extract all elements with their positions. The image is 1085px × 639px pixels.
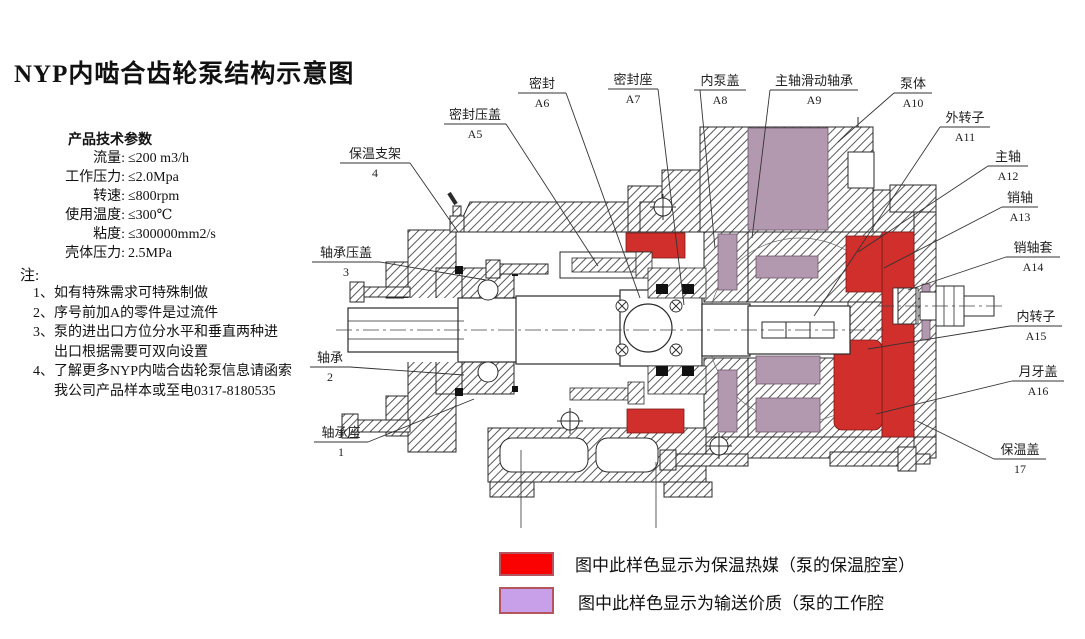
bolts	[341, 205, 931, 472]
part-label-code: 3	[343, 265, 349, 279]
part-label-xiaozhou: 销轴 A13	[883, 190, 1038, 269]
part-label-yueyagai: 月牙盖 A16	[875, 364, 1064, 415]
part-label-code: A6	[535, 96, 550, 110]
part-label-code: A13	[1010, 210, 1031, 224]
part-label-code: 1	[338, 445, 344, 459]
ball-bearings	[455, 266, 518, 396]
spec-label: 转速:	[93, 189, 125, 204]
spec-value: ≤300℃	[128, 208, 173, 223]
spec-row: 流量:≤200 m3/h	[30, 149, 216, 168]
spec-label: 壳体压力:	[65, 246, 125, 261]
spec-value: ≤200 m3/h	[128, 151, 189, 166]
specs-heading: 产品技术参数	[68, 133, 152, 148]
part-label-code: A10	[903, 96, 924, 110]
legend-swatch-red-rect	[499, 552, 554, 576]
notes-list: 1、如有特殊需求可特殊制做 2、序号前加A的零件是过流件 3、泵的进出口方位分水…	[33, 284, 292, 401]
part-label-xiaozhoutao: 销轴套 A14	[907, 240, 1060, 291]
part-label-baowenzhijia: 保温支架 4	[340, 146, 459, 233]
part-label-text: 保温盖	[1000, 442, 1039, 457]
part-label-baowengai: 保温盖 17	[916, 420, 1046, 476]
part-label-zhouchengyagai: 轴承压盖 3	[312, 245, 487, 281]
part-label-code: A14	[1023, 260, 1044, 274]
part-label-mifeng: 密封 A6	[518, 76, 641, 299]
part-label-code: A9	[807, 93, 822, 107]
part-label-code: A15	[1026, 329, 1047, 343]
part-label-zhuzhou: 主轴 A12	[857, 149, 1028, 253]
spec-row: 工作压力:≤2.0Mpa	[30, 168, 216, 187]
legend-label-insulation: 图中此样色显示为保温热媒（泵的保温腔室）	[575, 556, 915, 575]
coupling-flange	[615, 299, 683, 357]
legend-label-medium: 图中此样色显示为输送价质（泵的工作腔	[578, 594, 884, 613]
part-label-code: A12	[998, 169, 1019, 183]
part-label-neibenggai: 内泵盖 A8	[694, 73, 746, 249]
note-line: 3、泵的进出口方位分水平和垂直两种进	[33, 325, 278, 340]
part-label-zhoucheng: 轴承 2	[310, 350, 465, 384]
part-label-text: 密封座	[613, 72, 652, 87]
part-label-code: 17	[1014, 462, 1026, 476]
spec-row: 壳体压力:2.5MPa	[30, 244, 216, 263]
part-label-neizhuanzi: 内转子 A15	[867, 309, 1062, 350]
part-label-text: 轴承座	[321, 425, 360, 440]
part-label-text: 销轴	[1007, 190, 1033, 205]
part-label-text: 内转子	[1016, 309, 1055, 324]
legend-swatch-purple-rect	[499, 587, 554, 614]
spec-value: 2.5MPa	[128, 246, 172, 261]
part-label-code: A11	[955, 130, 975, 144]
part-label-text: 主轴	[995, 149, 1021, 164]
mechanical-seal	[559, 251, 707, 405]
part-label-text: 保温支架	[349, 146, 401, 161]
spec-value: ≤800rpm	[128, 189, 180, 204]
part-label-zhuzhou-huadong-zhoucheng: 主轴滑动轴承 A9	[751, 73, 858, 239]
spec-row: 使用温度:≤300℃	[30, 206, 216, 225]
part-label-waizhuanzi: 外转子 A11	[813, 110, 990, 317]
spec-value: ≤2.0Mpa	[128, 170, 179, 185]
spec-row: 粘度:≤300000mm2/s	[30, 225, 216, 244]
part-label-text: 密封压盖	[449, 107, 501, 122]
part-label-code: A16	[1028, 384, 1049, 398]
centerlines	[336, 305, 1002, 331]
part-label-text: 销轴套	[1013, 240, 1052, 255]
part-label-text: 月牙盖	[1018, 364, 1057, 379]
notes-heading: 注:	[20, 268, 40, 284]
part-label-code: A7	[626, 92, 641, 106]
note-line: 1、如有特殊需求可特殊制做	[33, 286, 208, 301]
part-label-text: 泵体	[900, 76, 926, 91]
note-line: 我公司产品样本或至电0317-8180535	[54, 383, 276, 399]
part-label-zhouchengzuo: 轴承座 1	[314, 398, 475, 459]
part-label-code: 4	[372, 166, 378, 180]
part-label-code: A5	[468, 127, 483, 141]
bolt-hole-circles	[557, 194, 732, 459]
shaft-detail-lines	[348, 320, 464, 340]
spec-label: 工作压力:	[65, 170, 125, 185]
part-label-text: 密封	[529, 76, 555, 91]
part-label-text: 轴承	[317, 350, 343, 365]
specs-table: 流量:≤200 m3/h 工作压力:≤2.0Mpa 转速:≤800rpm 使用温…	[30, 149, 216, 263]
spec-label: 粘度:	[93, 227, 125, 242]
page-title: NYP内啮合齿轮泵结构示意图	[14, 61, 355, 88]
part-label-code: A8	[713, 93, 728, 107]
part-label-mifengzuo: 密封座 A7	[608, 72, 685, 306]
part-label-text: 主轴滑动轴承	[775, 73, 853, 88]
medium-chambers-purple	[717, 127, 931, 433]
spec-label: 流量:	[93, 151, 125, 166]
grease-fitting-icon	[447, 191, 458, 206]
part-label-text: 轴承压盖	[320, 245, 372, 260]
note-line: 2、序号前加A的零件是过流件	[33, 305, 219, 321]
part-label-mifengyagai: 密封压盖 A5	[444, 107, 599, 267]
part-label-bengti: 泵体 A10	[837, 76, 932, 143]
note-line: 出口根据需要可双向设置	[54, 344, 208, 360]
part-label-code: 2	[327, 370, 333, 384]
legend-swatch-red	[499, 552, 554, 576]
spec-label: 使用温度:	[65, 208, 125, 223]
part-label-text: 内泵盖	[700, 73, 739, 88]
bottom-reference-lines	[520, 450, 657, 528]
part-label-text: 外转子	[945, 110, 984, 125]
spec-value: ≤300000mm2/s	[128, 227, 216, 242]
note-line: 4、了解更多NYP内啮合齿轮泵信息请函索	[33, 364, 293, 379]
spec-row: 转速:≤800rpm	[30, 187, 216, 206]
legend-swatch-purple	[499, 587, 554, 614]
